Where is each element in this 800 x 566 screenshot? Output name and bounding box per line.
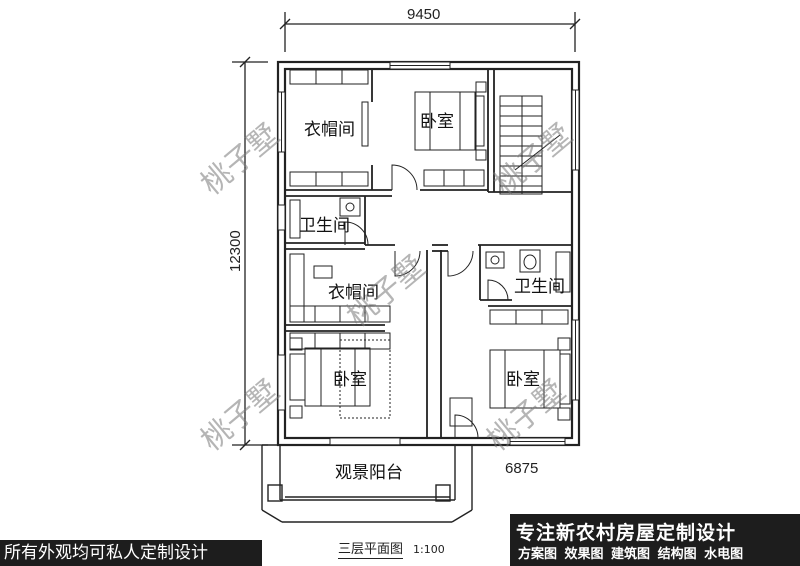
- plan-title-text: 三层平面图: [338, 542, 404, 559]
- bath-fixtures-right: [485, 249, 571, 293]
- doors: [344, 164, 509, 439]
- banner-left: 所有外观均可私人定制设计: [0, 540, 262, 566]
- bath-fixtures-left: [289, 197, 361, 239]
- interior-walls: [285, 69, 572, 438]
- room-label-bath-left: 卫生间: [299, 216, 350, 236]
- watermark: 桃子墅: [488, 117, 579, 202]
- plan-title: 三层平面图 1:100: [338, 538, 445, 559]
- room-label-closet-mid: 衣帽间: [328, 283, 379, 303]
- bed-right: [449, 309, 571, 427]
- room-label-closet-top: 衣帽间: [304, 120, 355, 140]
- room-label-balcony: 观景阳台: [335, 463, 403, 483]
- room-label-bedroom-right: 卧室: [506, 370, 540, 390]
- room-label-bath-right: 卫生间: [514, 277, 565, 297]
- banner-left-text: 所有外观均可私人定制设计: [4, 543, 208, 563]
- room-label-bedroom-top: 卧室: [420, 112, 454, 132]
- watermark: 桃子墅: [195, 117, 286, 202]
- banner-right-headline: 专注新农村房屋定制设计: [516, 522, 737, 544]
- top-dimension-label: 9450: [407, 6, 440, 23]
- bed-top: [414, 81, 487, 161]
- windows: [277, 61, 580, 446]
- plan-scale: 1:100: [413, 543, 445, 556]
- banner-right: 专注新农村房屋定制设计 方案图 效果图 建筑图 结构图 水电图: [510, 514, 800, 566]
- room-label-bedroom-left: 卧室: [333, 370, 367, 390]
- bed-left: [289, 337, 391, 419]
- staircase: [499, 95, 561, 195]
- right-lower-dimension-label: 6875: [505, 460, 538, 477]
- banner-right-services: 方案图 效果图 建筑图 结构图 水电图: [518, 547, 744, 562]
- top-dimension-line: [279, 12, 581, 52]
- closet-wardrobes-top: [289, 69, 485, 187]
- balcony-outline: [261, 444, 473, 523]
- left-dimension-label: 12300: [227, 230, 244, 272]
